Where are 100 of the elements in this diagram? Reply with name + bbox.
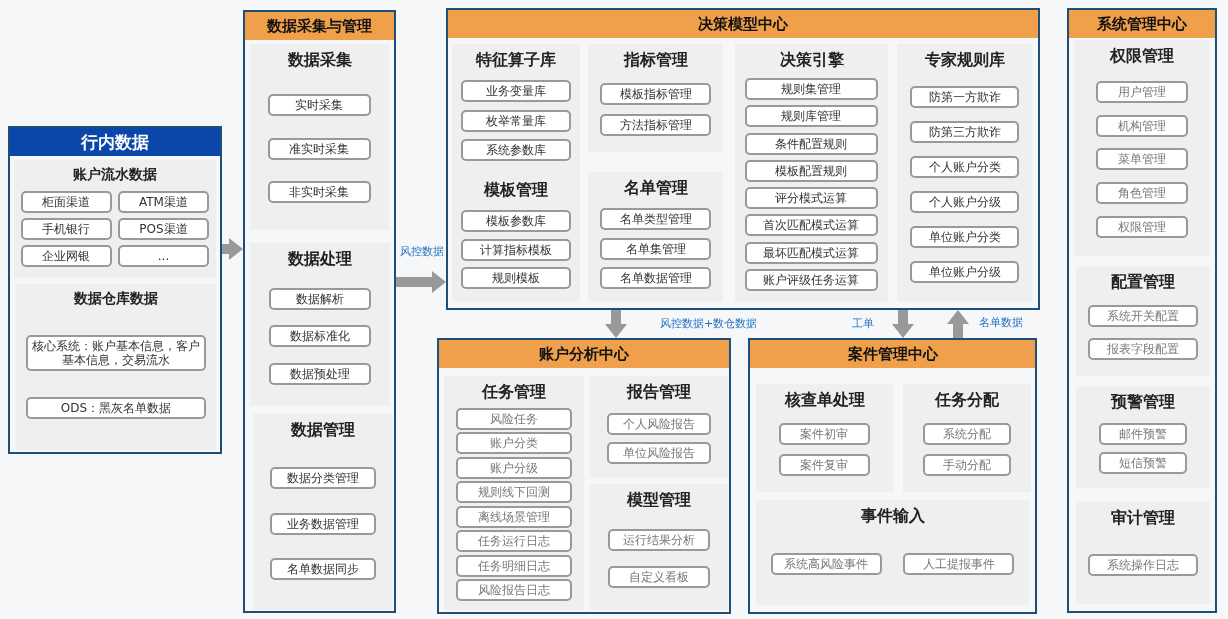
function-box: 规则模板 xyxy=(460,267,572,290)
module-card xyxy=(1074,40,1210,256)
panel-header: 数据采集与管理 xyxy=(245,12,394,40)
module-card xyxy=(452,44,580,174)
panel-header: 系统管理中心 xyxy=(1069,10,1215,38)
module-card xyxy=(1076,266,1210,376)
module-title: 特征算子库 xyxy=(476,50,556,71)
function-box: 方法指标管理 xyxy=(599,114,712,137)
module-title: 决策引擎 xyxy=(779,50,844,71)
module-title: 指标管理 xyxy=(623,50,688,71)
function-box: 防第一方欺诈 xyxy=(909,86,1020,108)
function-box: 数据分类管理 xyxy=(270,466,376,489)
function-box: 模板配置规则 xyxy=(744,159,879,182)
function-box: 风险任务 xyxy=(455,407,573,430)
function-box: 权限管理 xyxy=(1095,216,1189,239)
module-card xyxy=(452,174,580,302)
module-title: 任务分配 xyxy=(935,390,999,411)
module-card xyxy=(903,384,1031,492)
edge-label: 工单 xyxy=(850,316,876,331)
function-box: 角色管理 xyxy=(1095,182,1189,205)
function-box: 单位账户分类 xyxy=(909,226,1020,248)
function-box: 核心系统：账户基本信息，客户基本信息，交易流水 xyxy=(25,335,207,372)
function-box: 菜单管理 xyxy=(1095,148,1189,171)
panel-header: 决策模型中心 xyxy=(448,10,1038,38)
function-box: 数据标准化 xyxy=(268,325,372,347)
function-box: 短信预警 xyxy=(1098,452,1188,475)
module-title: 模型管理 xyxy=(627,490,691,511)
edge-label: 风控数据+数仓数据 xyxy=(658,316,760,331)
function-box: 运行结果分析 xyxy=(608,528,710,551)
function-box: 任务运行日志 xyxy=(455,530,573,553)
platform-panel xyxy=(437,338,731,614)
function-box: 个人账户分级 xyxy=(909,191,1020,213)
function-box: 数据解析 xyxy=(268,287,372,310)
platform-panel xyxy=(748,338,1037,614)
panel-header: 行内数据 xyxy=(10,128,220,156)
module-title: 名单管理 xyxy=(623,178,688,199)
function-box: 准实时采集 xyxy=(268,137,371,160)
module-title: 配置管理 xyxy=(1111,272,1175,293)
module-card xyxy=(14,160,216,278)
platform-panel xyxy=(1067,8,1217,613)
function-box: 手机银行 xyxy=(20,218,113,240)
module-card xyxy=(1076,502,1210,604)
function-box: 柜面渠道 xyxy=(20,191,113,213)
block-arrow xyxy=(222,238,243,260)
platform-panel xyxy=(8,126,222,454)
panel-header: 账户分析中心 xyxy=(439,340,729,368)
module-card xyxy=(250,44,389,230)
module-title: 专家规则库 xyxy=(924,50,1005,71)
block-arrow xyxy=(605,310,627,338)
function-box: ODS：黑灰名单数据 xyxy=(25,396,207,419)
function-box: 名单数据管理 xyxy=(599,266,712,289)
module-card xyxy=(897,44,1032,302)
module-card xyxy=(16,284,216,450)
module-title: 预警管理 xyxy=(1111,392,1175,413)
function-box: 单位账户分级 xyxy=(909,261,1020,283)
module-title: 事件输入 xyxy=(860,506,925,527)
function-box: 实时采集 xyxy=(268,94,371,117)
function-box: 最坏匹配模式运算 xyxy=(744,241,879,264)
function-box: 人工提报事件 xyxy=(903,553,1015,575)
function-box: 离线场景管理 xyxy=(455,505,573,528)
platform-panel xyxy=(446,8,1040,310)
module-card xyxy=(444,376,584,610)
module-title: 任务管理 xyxy=(482,382,546,403)
function-box: 规则库管理 xyxy=(744,105,879,128)
module-card xyxy=(588,44,723,152)
function-box: 模板指标管理 xyxy=(599,82,712,105)
function-box: 业务变量库 xyxy=(460,80,572,103)
function-box: 风险报告日志 xyxy=(455,579,573,602)
platform-panel xyxy=(243,10,396,613)
function-box: 系统高风险事件 xyxy=(770,553,882,575)
function-box: 评分模式运算 xyxy=(744,187,879,210)
function-box: 非实时采集 xyxy=(268,180,371,203)
function-box: 业务数据管理 xyxy=(270,512,376,535)
function-box: 名单集管理 xyxy=(599,237,712,260)
module-title: 核查单处理 xyxy=(784,390,865,411)
module-card xyxy=(590,376,728,478)
function-box: 账户评级任务运算 xyxy=(744,268,879,291)
function-box: 个人风险报告 xyxy=(607,412,711,435)
function-box: 机构管理 xyxy=(1095,114,1189,137)
module-title: 权限管理 xyxy=(1110,46,1174,67)
function-box: 邮件预警 xyxy=(1098,422,1188,445)
module-card xyxy=(253,414,393,610)
module-title: 数据仓库数据 xyxy=(74,290,158,308)
function-box: 案件初审 xyxy=(779,422,870,445)
panel-header: 案件管理中心 xyxy=(750,340,1035,368)
module-card xyxy=(756,500,1029,605)
module-title: 审计管理 xyxy=(1111,508,1175,529)
module-title: 报告管理 xyxy=(627,382,691,403)
block-arrow xyxy=(947,310,969,338)
module-title: 数据采集 xyxy=(287,50,352,71)
function-box: ... xyxy=(117,245,210,267)
function-box: 自定义看板 xyxy=(608,566,710,589)
function-box: 系统分配 xyxy=(922,422,1012,445)
function-box: ATM渠道 xyxy=(117,191,210,213)
module-title: 数据处理 xyxy=(288,249,352,270)
function-box: 规则线下回测 xyxy=(455,481,573,504)
function-box: 系统开关配置 xyxy=(1087,305,1199,328)
function-box: 系统操作日志 xyxy=(1087,553,1199,576)
module-card xyxy=(1076,386,1210,488)
module-card xyxy=(590,484,728,610)
